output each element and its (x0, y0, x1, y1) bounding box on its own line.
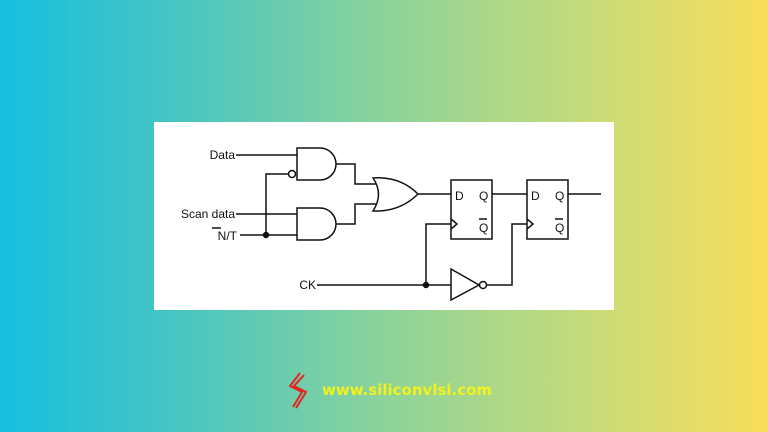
ff1-qbar: Q (479, 221, 488, 235)
ff2-q: Q (555, 189, 564, 203)
inverter-bubble (478, 280, 488, 290)
ff2-qbar: Q (555, 221, 564, 235)
flipflop-1: D Q Q (450, 179, 493, 240)
clock-inverter (450, 267, 481, 302)
ff2-d: D (531, 189, 540, 203)
flipflop-2: D Q Q (526, 179, 569, 240)
siliconvlsi-logo-icon (288, 372, 308, 409)
website-link[interactable]: www.siliconvlsi.com (322, 381, 493, 399)
junction-dot (422, 281, 430, 289)
label-nt: N/T (218, 229, 238, 243)
footer: www.siliconvlsi.com (286, 370, 492, 410)
and-gate-1 (296, 147, 337, 181)
label-data: Data (210, 148, 236, 162)
inverter-bubble (287, 169, 297, 179)
label-ck: CK (299, 278, 316, 292)
label-scan-data: Scan data (181, 207, 235, 221)
or-gate (371, 177, 420, 212)
junction-dot (262, 231, 270, 239)
ff1-d: D (455, 189, 464, 203)
ff1-q: Q (479, 189, 488, 203)
and-gate-2 (296, 207, 337, 241)
